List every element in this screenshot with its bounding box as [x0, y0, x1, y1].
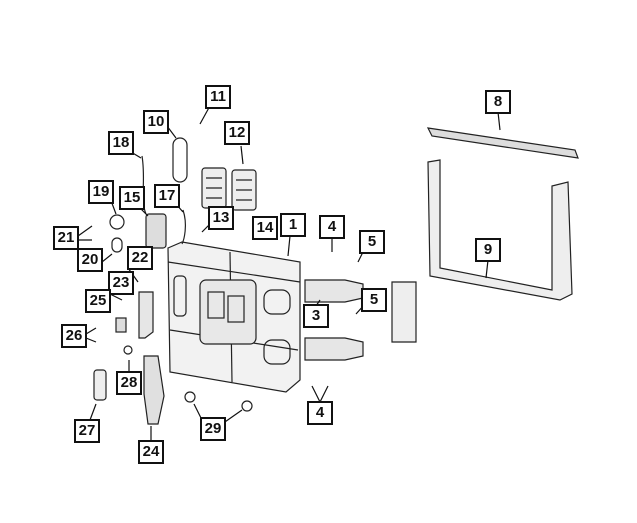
callout-27: 27	[74, 419, 100, 443]
tailgate-panel	[167, 241, 301, 393]
callout-21: 21	[53, 226, 79, 250]
latch-part	[145, 213, 167, 249]
callout-29: 29	[200, 417, 226, 441]
callout-3: 3	[303, 304, 329, 328]
callout-18: 18	[108, 131, 134, 155]
seal-part	[172, 137, 188, 183]
callout-26: 26	[61, 324, 87, 348]
callout-28: 28	[116, 371, 142, 395]
vent-parts	[201, 167, 257, 211]
callout-5-top: 5	[359, 230, 385, 254]
callout-17: 17	[154, 184, 180, 208]
callout-25: 25	[85, 289, 111, 313]
callout-1: 1	[280, 213, 306, 237]
callout-12: 12	[224, 121, 250, 145]
leader-lines	[77, 103, 501, 441]
callout-11: 11	[205, 85, 231, 109]
callout-8: 8	[485, 90, 511, 114]
callout-19: 19	[88, 180, 114, 204]
callout-20: 20	[77, 248, 103, 272]
callout-9: 9	[475, 238, 501, 262]
callout-15: 15	[119, 186, 145, 210]
striker-bracket	[391, 281, 417, 343]
callout-13: 13	[208, 206, 234, 230]
callout-14: 14	[252, 216, 278, 240]
callout-4-bottom: 4	[307, 401, 333, 425]
callout-23: 23	[108, 271, 134, 295]
roof-frame-part	[426, 127, 579, 301]
hinge-parts	[304, 279, 364, 361]
callout-4-top: 4	[319, 215, 345, 239]
callout-5-bottom: 5	[361, 288, 387, 312]
callout-10: 10	[143, 110, 169, 134]
callout-24: 24	[138, 440, 164, 464]
callout-22: 22	[127, 246, 153, 270]
